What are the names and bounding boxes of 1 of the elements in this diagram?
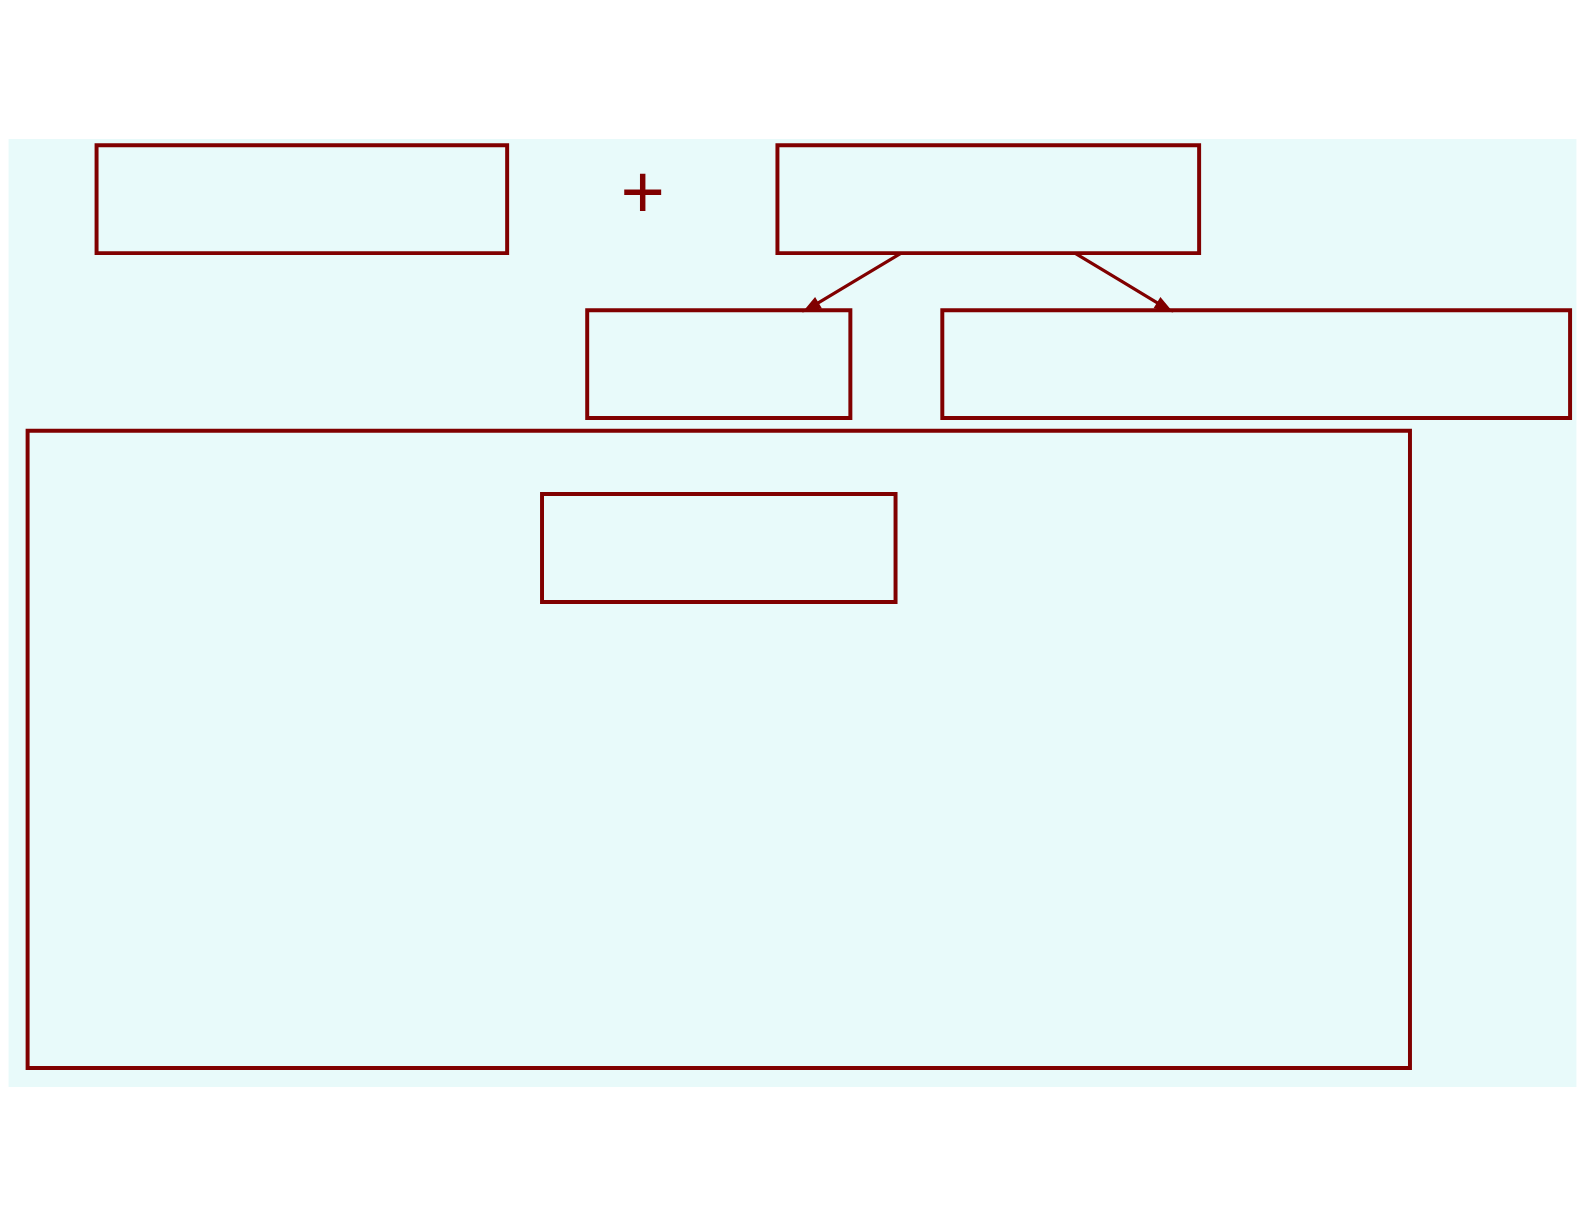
label: + (620, 148, 665, 234)
